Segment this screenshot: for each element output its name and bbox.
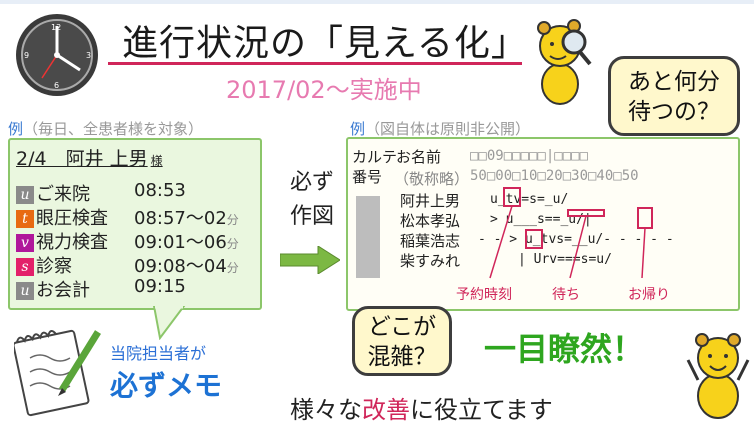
honorific: 様 xyxy=(150,154,163,168)
highlight-return xyxy=(637,207,653,229)
row-time: 08:53 xyxy=(134,180,186,201)
redacted-ids xyxy=(356,196,380,278)
arrival-icon: u xyxy=(16,186,34,204)
svg-text:9: 9 xyxy=(24,51,29,60)
svg-text:6: 6 xyxy=(54,81,59,90)
example-label-left: 例（毎日、全患者様を対象） xyxy=(8,118,203,139)
highlight-wait xyxy=(567,209,605,217)
example-label-right: 例（図自体は原則非公開） xyxy=(350,118,530,139)
exam-icon: s xyxy=(16,258,34,276)
card-tail xyxy=(152,306,186,340)
col-karte: カルテ xyxy=(352,148,398,166)
ichimoku-text: 一目瞭然！ xyxy=(484,330,645,368)
col-bango: 番号 xyxy=(352,168,383,186)
patient-marks: | Urv===s=u/ xyxy=(518,252,612,267)
example-marker: 例 xyxy=(8,120,24,138)
row-time: 09:01～06 xyxy=(134,232,227,253)
row-time: 08:57～02 xyxy=(134,208,227,229)
notepad-pen-icon xyxy=(14,329,101,417)
staff-memo: 必ずメモ xyxy=(110,369,223,402)
patient-marks: u_tv=s=_u/ xyxy=(490,192,569,207)
row-label: お会計 xyxy=(36,280,90,301)
example-marker: 例 xyxy=(350,120,366,138)
subtitle: 2017/02～実施中 xyxy=(226,76,422,104)
patient-name: 柴すみれ xyxy=(400,252,461,270)
col-name: お名前 xyxy=(396,148,442,166)
right-arrow-icon xyxy=(280,246,340,274)
progress-chart xyxy=(346,137,740,311)
legend-return: お帰り xyxy=(628,287,670,303)
chart-highlights xyxy=(489,187,653,279)
col-name-note: （敬称略） xyxy=(394,170,470,188)
speech-bubble-wait: あと何分 待つの？ xyxy=(608,56,740,136)
example-note: （毎日、全患者様を対象） xyxy=(23,120,204,138)
example-note: （図自体は原則非公開） xyxy=(365,120,531,138)
legend-reservation: 予約時刻 xyxy=(456,287,512,303)
clock-icon: 12 3 6 9 xyxy=(16,14,98,96)
minute-scale: 50□00□10□20□30□40□50 xyxy=(470,168,639,184)
row-time: 09:15 xyxy=(134,276,186,297)
page-title: 進行状況の「見える化」 xyxy=(122,23,528,64)
row-time-unit: 分 xyxy=(226,213,239,227)
tonometry-icon: t xyxy=(16,210,34,228)
arrow-label: 必ず 作図 xyxy=(290,170,335,229)
title-underline xyxy=(108,62,522,65)
row-label: ご来院 xyxy=(36,184,90,205)
vision-test-icon: v xyxy=(16,234,34,252)
row-time-unit: 分 xyxy=(226,237,239,251)
row-label: 眼圧検査 xyxy=(36,208,108,229)
patient-name: 阿井上男 xyxy=(400,192,461,210)
hour-scale: □□09□□□□□|□□□□ xyxy=(470,148,589,164)
patient-name: 稲葉浩志 xyxy=(400,232,461,250)
patient-card xyxy=(8,138,262,310)
row-time-wrap: 09:01～06分 xyxy=(134,228,239,254)
speech-bubble-crowd: どこが 混雑？ xyxy=(352,306,452,376)
mascot-cheer-icon xyxy=(686,333,750,419)
row-time-wrap: 09:08～04分 xyxy=(134,252,239,278)
highlight-reservation xyxy=(503,187,521,207)
checkout-icon: u xyxy=(16,282,34,300)
row-label: 診察 xyxy=(36,256,72,277)
bottom-message: 様々な改善に役立てます xyxy=(290,390,553,425)
bottom-text-highlight: 改善 xyxy=(362,396,410,424)
patient-header: 2/4 阿井 上男様 xyxy=(16,144,163,171)
row-time-unit: 分 xyxy=(226,261,239,275)
bottom-text-pre: 様々な xyxy=(290,396,362,424)
patient-date-name: 2/4 阿井 上男 xyxy=(16,148,148,170)
top-strip xyxy=(0,0,754,4)
mascot-magnifier-icon xyxy=(537,19,592,105)
row-time: 09:08～04 xyxy=(134,256,227,277)
patient-name: 松本孝弘 xyxy=(400,212,461,230)
row-label: 視力検査 xyxy=(36,232,108,253)
svg-text:3: 3 xyxy=(86,51,91,60)
patient-marks: > u___s==_u/| xyxy=(490,212,592,227)
row-time-wrap: 08:57～02分 xyxy=(134,204,239,230)
staff-note: 当院担当者が xyxy=(110,344,207,363)
legend-wait: 待ち xyxy=(552,287,580,303)
bottom-text-post: に役立てます xyxy=(410,396,553,424)
